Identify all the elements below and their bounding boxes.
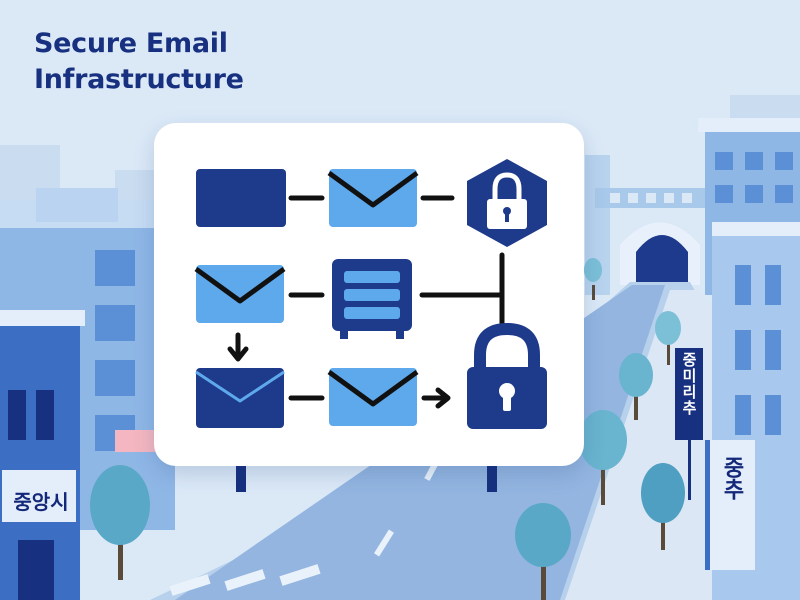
- envelope-open-icon: [327, 368, 419, 426]
- envelope-closed-icon: [196, 169, 286, 227]
- envelope-open-icon: [194, 265, 286, 323]
- envelope-open-icon: [327, 169, 419, 227]
- title-line-2: Infrastructure: [34, 64, 244, 95]
- store-sign-left: 중앙시: [13, 490, 69, 514]
- tree: [90, 465, 150, 580]
- billboard: [154, 123, 584, 466]
- title-line-1: Secure Email: [34, 28, 228, 59]
- lock-shield-icon: [467, 159, 547, 247]
- email-flow-diagram: [194, 159, 547, 429]
- server-icon: [332, 259, 412, 339]
- arrow-right-icon: [421, 387, 451, 409]
- page-title: Secure Email Infrastructure: [34, 26, 244, 98]
- vertical-sign-right: 중미리추: [680, 352, 698, 416]
- lock-icon: [467, 322, 547, 429]
- envelope-closed-icon: [195, 368, 285, 428]
- arrow-down-icon: [227, 332, 249, 362]
- building-sign-right: 중추: [719, 456, 744, 500]
